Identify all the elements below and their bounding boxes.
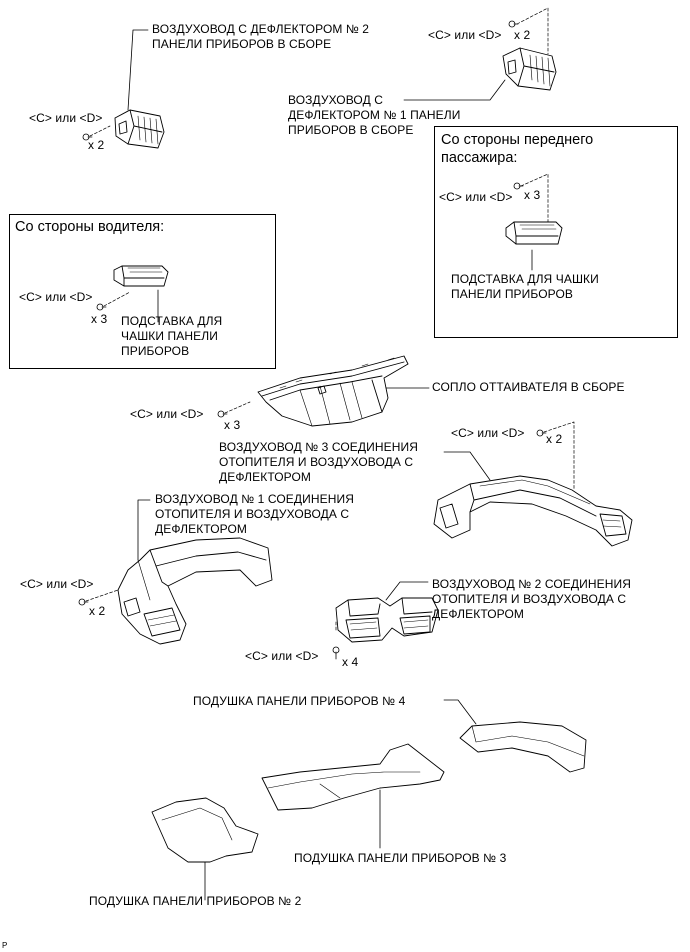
screw-icon [82,133,93,141]
fastener-type-label: <C> или <D> [19,290,93,304]
driver-side-box [9,214,276,369]
screw-icons [78,20,547,660]
label-cushion-4: ПОДУШКА ПАНЕЛИ ПРИБОРОВ № 4 [193,694,406,708]
label-cup-holder-driver: ПОДСТАВКА ДЛЯ ЧАШКИ ПАНЕЛИ ПРИБОРОВ [121,314,223,358]
cushion-3-drawing [261,743,445,811]
cushion-4-drawing [459,721,587,773]
heater-duct-2-drawing [335,597,439,643]
screw-icon [332,646,340,660]
label-dash-vent-2: ВОЗДУХОВОД С ДЕФЛЕКТОРОМ № 2 ПАНЕЛИ ПРИБ… [152,22,370,51]
heater-duct-3-drawing [433,475,633,547]
fastener-type-label: <C> или <D> [439,190,513,204]
fastener-count-label: x 2 [514,28,531,42]
label-cup-holder-passenger: ПОДСТАВКА ДЛЯ ЧАШКИ ПАНЕЛИ ПРИБОРОВ [451,272,599,301]
label-heater-duct-3: ВОЗДУХОВОД № 3 СОЕДИНЕНИЯ ОТОПИТЕЛЯ И ВО… [219,440,418,484]
passenger-side-box [434,126,678,338]
passenger-side-title: Со стороны переднего пассажира: [441,132,594,166]
fastener-count-label: x 3 [524,188,541,202]
cup-holder-passenger-drawing [505,221,563,245]
label-defroster-nozzle: СОПЛО ОТТАИВАТЕЛЯ В СБОРЕ [432,380,625,394]
screw-icon [508,20,519,28]
fastener-dashes [85,7,575,633]
leader-lines [127,29,533,901]
fastener-type-label: <C> или <D> [428,28,502,42]
screw-icon [217,410,228,418]
fastener-count-label: x 2 [546,432,563,446]
label-cushion-2: ПОДУШКА ПАНЕЛИ ПРИБОРОВ № 2 [89,894,302,908]
fastener-count-label: x 2 [88,138,105,152]
heater-duct-1-drawing [117,537,273,645]
screw-icon [513,182,524,190]
fastener-type-label: <C> или <D> [130,407,204,421]
figure-code: P [2,941,8,950]
driver-side-title: Со стороны водителя: [15,219,165,235]
fastener-count-label: x 2 [89,604,106,618]
fastener-type-label: <C> или <D> [451,426,525,440]
label-heater-duct-1: ВОЗДУХОВОД № 1 СОЕДИНЕНИЯ ОТОПИТЕЛЯ И ВО… [155,492,354,536]
defroster-nozzle-drawing [257,355,409,427]
label-dash-vent-1: ВОЗДУХОВОД С ДЕФЛЕКТОРОМ № 1 ПАНЕЛИ ПРИБ… [288,93,461,137]
screw-icon [96,303,107,311]
cup-holder-driver-drawing [113,265,169,287]
fastener-count-label: x 3 [91,312,108,326]
fastener-type-label: <C> или <D> [29,111,103,125]
label-cushion-3: ПОДУШКА ПАНЕЛИ ПРИБОРОВ № 3 [294,851,507,865]
fastener-type-label: <C> или <D> [20,577,94,591]
fastener-count-label: x 4 [342,655,359,669]
dash-vent-1-drawing [502,47,557,91]
screw-icon [536,429,547,437]
fastener-count-label: x 3 [224,418,241,432]
screw-icon [78,598,89,606]
fastener-type-label: <C> или <D> [245,649,319,663]
label-heater-duct-2: ВОЗДУХОВОД № 2 СОЕДИНЕНИЯ ОТОПИТЕЛЯ И ВО… [432,577,631,621]
cushion-2-drawing [151,797,259,863]
dash-vent-2-drawing [114,109,165,149]
